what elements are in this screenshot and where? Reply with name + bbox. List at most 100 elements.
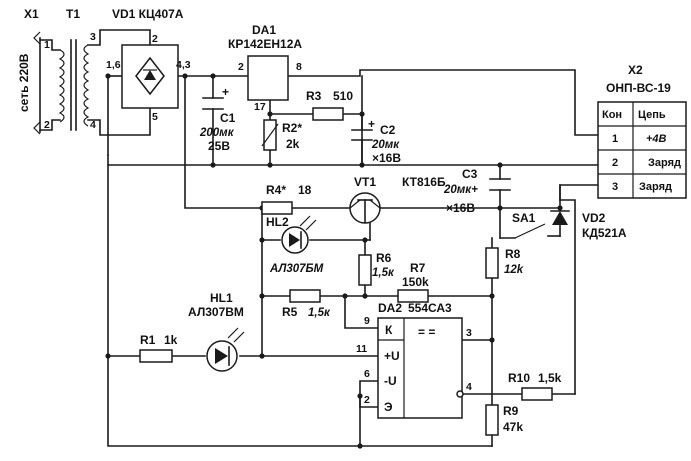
x2-row2-net: Заряд bbox=[648, 157, 681, 169]
c3-value: 20мк+ bbox=[443, 184, 478, 196]
hl1-type: АЛ307ВМ bbox=[188, 305, 244, 319]
x2-row1-net: +4В bbox=[646, 133, 667, 145]
da2-pin9: 9 bbox=[364, 315, 370, 327]
c2-voltage: ×16В bbox=[372, 151, 401, 165]
vt1-type: КТ816Б bbox=[402, 175, 446, 189]
r7-ref: R7 bbox=[410, 261, 426, 275]
da2-type: 554СА3 bbox=[408, 301, 452, 315]
x2-row3-net: Заряд bbox=[639, 181, 672, 193]
mains-label: сеть 220В bbox=[17, 53, 31, 112]
resistor-r2: R2* 2k bbox=[261, 119, 302, 151]
svg-text:+: + bbox=[222, 85, 229, 99]
resistor-r10: R10 1,5k bbox=[508, 371, 562, 401]
r7-value: 150k bbox=[402, 275, 429, 289]
r2-ref: R2* bbox=[282, 121, 302, 135]
svg-text:+: + bbox=[368, 117, 375, 131]
connector-x2: X2 ОНП-ВС-19 Кон Цепь 1 +4В 2 Заряд 3 За… bbox=[597, 63, 687, 199]
x2-row3-pin: 3 bbox=[612, 181, 618, 193]
resistor-r9: R9 47k bbox=[485, 404, 523, 436]
hl2-type: АЛ307БМ bbox=[269, 263, 324, 275]
da2-pin6: 6 bbox=[364, 368, 370, 380]
c1-voltage: 25В bbox=[208, 139, 230, 153]
da1-pin8: 8 bbox=[296, 61, 302, 73]
c3-ref: C3 bbox=[462, 167, 478, 181]
wires bbox=[39, 29, 599, 447]
resistor-r1: R1 1k bbox=[139, 333, 178, 363]
da1-pin17: 17 bbox=[254, 101, 266, 113]
c2-value: 20мк bbox=[371, 139, 400, 151]
resistor-r5: R5 1,5к bbox=[282, 289, 331, 319]
resistor-r4: R4* 18 bbox=[261, 183, 312, 215]
switch-sa1: SA1 bbox=[512, 211, 536, 225]
da2-e: Э bbox=[384, 400, 393, 414]
c1-value: 200мк bbox=[199, 127, 235, 139]
transistor-vt1: VT1 КТ816Б bbox=[349, 175, 446, 224]
r3-value: 510 bbox=[333, 89, 353, 103]
capacitor-c3: C3 20мк+ ×16В bbox=[443, 167, 511, 215]
diode-vd2: VD2 КД521А bbox=[550, 210, 627, 240]
x2-header-pin: Кон bbox=[602, 109, 622, 121]
r3-ref: R3 bbox=[306, 89, 322, 103]
vd2-ref: VD2 bbox=[582, 211, 606, 225]
capacitor-c1: + C1 200мк 25В bbox=[199, 85, 236, 153]
r4-value: 18 bbox=[298, 183, 312, 197]
junctions bbox=[105, 73, 563, 449]
da2-pin-k: К bbox=[385, 323, 393, 337]
r5-ref: R5 bbox=[282, 305, 298, 319]
r10-value: 1,5k bbox=[538, 371, 562, 385]
da2-pin4: 4 bbox=[466, 381, 472, 393]
x2-ref: X2 bbox=[628, 63, 643, 77]
resistor-r3: R3 510 bbox=[306, 89, 353, 121]
led-hl1: HL1 АЛ307ВМ bbox=[188, 291, 245, 372]
r4-ref: R4* bbox=[266, 183, 286, 197]
r1-value: 1k bbox=[164, 333, 178, 347]
transformer-t1: T1 3 4 bbox=[58, 7, 96, 131]
x2-type: ОНП-ВС-19 bbox=[606, 81, 671, 95]
bridge-vd1: VD1 КЦ407А 2 5 1,6 4,3 bbox=[106, 7, 191, 123]
vd1-pin2: 2 bbox=[152, 33, 158, 45]
x2-header-net: Цепь bbox=[638, 109, 666, 121]
da2-plus: +U bbox=[384, 349, 400, 363]
r6-value: 1,5к bbox=[372, 267, 395, 279]
r1-ref: R1 bbox=[140, 333, 156, 347]
da2-eq: = = bbox=[418, 325, 435, 339]
led-hl2: HL2 АЛ307БМ bbox=[266, 215, 324, 275]
c1-ref: C1 bbox=[220, 111, 236, 125]
t1-pin3: 3 bbox=[90, 31, 96, 43]
hl1-ref: HL1 bbox=[210, 291, 233, 305]
r2-value: 2k bbox=[286, 137, 300, 151]
sa1-ref: SA1 bbox=[512, 211, 536, 225]
regulator-da1: DA1 КР142ЕН12А 2 8 17 bbox=[228, 23, 302, 113]
r8-value: 12k bbox=[504, 264, 524, 276]
da1-type: КР142ЕН12А bbox=[228, 37, 302, 51]
resistor-r7: R7 150k bbox=[397, 261, 429, 303]
da2-minus: -U bbox=[384, 374, 397, 388]
da2-pin3: 3 bbox=[466, 327, 472, 339]
x1-ref: X1 bbox=[24, 7, 39, 21]
da2-ref: DA2 bbox=[378, 301, 402, 315]
connector-x1: X1 1 2 сеть 220В bbox=[17, 7, 50, 135]
da2-pin2: 2 bbox=[364, 394, 370, 406]
r8-ref: R8 bbox=[505, 247, 521, 261]
t1-pin4: 4 bbox=[90, 119, 96, 131]
x1-pin2: 2 bbox=[44, 119, 50, 131]
x2-row2-pin: 2 bbox=[612, 157, 618, 169]
r9-ref: R9 bbox=[503, 404, 519, 418]
r10-ref: R10 bbox=[508, 371, 530, 385]
vd1-pin43: 4,3 bbox=[176, 59, 191, 71]
da2-pin11: 11 bbox=[356, 343, 367, 355]
capacitor-c2: + C2 20мк ×16В bbox=[351, 117, 401, 166]
r9-value: 47k bbox=[503, 420, 523, 434]
vd1-ref: VD1 КЦ407А bbox=[112, 7, 184, 21]
c3-voltage: ×16В bbox=[446, 201, 475, 215]
vd2-type: КД521А bbox=[582, 226, 627, 240]
vt1-ref: VT1 bbox=[354, 175, 376, 189]
vd1-pin16: 1,6 bbox=[106, 59, 121, 71]
vd1-pin5: 5 bbox=[152, 111, 158, 123]
da1-ref: DA1 bbox=[252, 23, 276, 37]
resistor-r6: R6 1,5к bbox=[358, 251, 395, 286]
x2-row1-pin: 1 bbox=[612, 133, 618, 145]
t1-ref: T1 bbox=[66, 7, 80, 21]
comparator-da2: DA2 554СА3 К = = +U -U Э 9 11 6 2 3 4 bbox=[356, 301, 472, 419]
